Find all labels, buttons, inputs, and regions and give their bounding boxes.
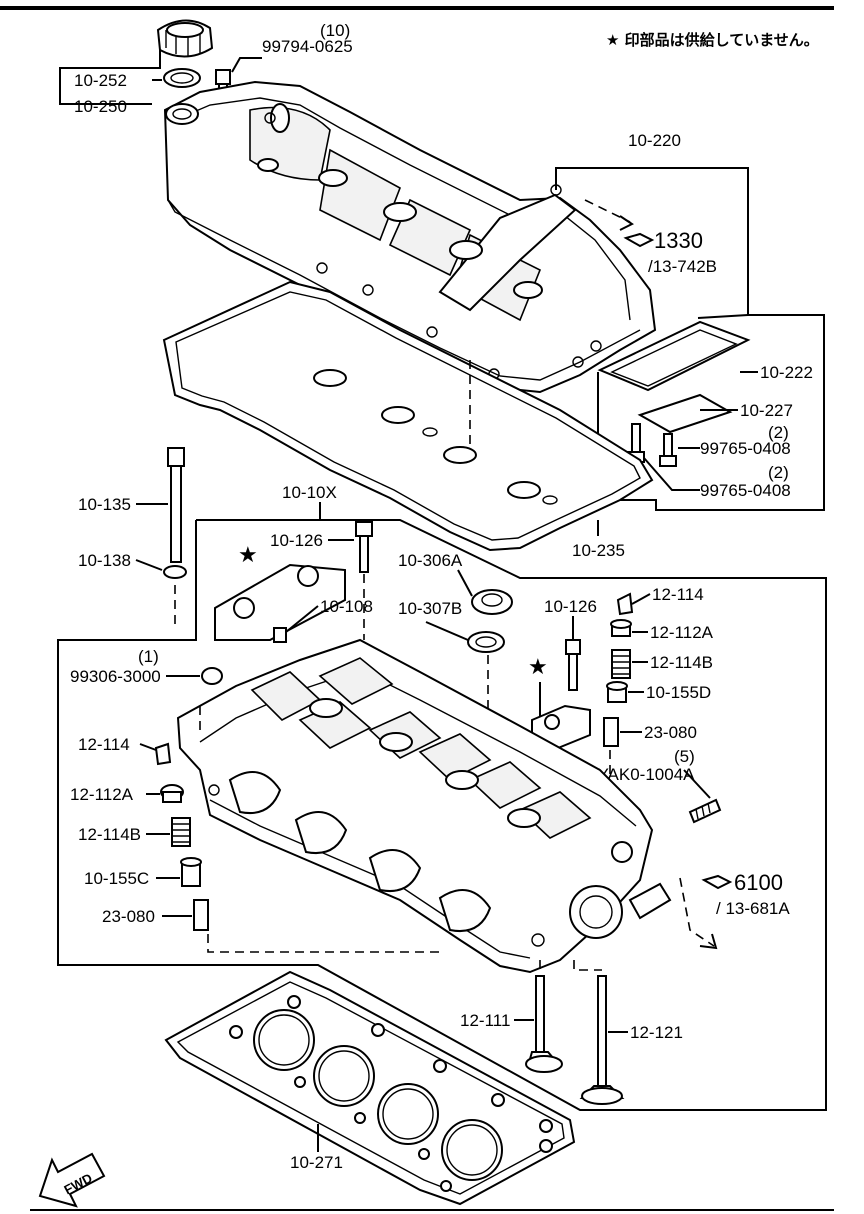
ref-arrow-6100: [679, 874, 733, 950]
leader-99765-b: [643, 457, 700, 491]
cam-cap-bolt-right[interactable]: [565, 639, 581, 691]
label-10-138: 10-138: [78, 551, 131, 570]
label-12-111: 12-111: [460, 1011, 510, 1030]
label-23-080-l: 23-080: [102, 907, 155, 926]
cylinder-head-cover[interactable]: [163, 80, 657, 394]
label-10-250: 10-250: [74, 97, 127, 116]
plug-99306[interactable]: [201, 667, 223, 685]
label-12-112a-r: 12-112A: [650, 623, 714, 642]
label-10-220: 10-220: [628, 131, 681, 150]
guide-23-080-r[interactable]: [603, 717, 619, 747]
label-12-121: 12-121: [630, 1023, 683, 1042]
label-13-742b: /13-742B: [648, 257, 717, 276]
label-12-114-r: 12-114: [652, 585, 704, 604]
label-23-080-r: 23-080: [644, 723, 697, 742]
label-10-155d: 10-155D: [646, 683, 711, 702]
oil-pressure-plug-r[interactable]: [616, 592, 634, 616]
label-99306-3000: 99306-3000: [70, 667, 161, 686]
seal-10-155c[interactable]: [180, 857, 202, 887]
label-10-155c: 10-155C: [84, 869, 149, 888]
leader-10-138: [135, 559, 163, 571]
label-99765-0408-b: 99765-0408: [700, 481, 791, 500]
stud-9yak0[interactable]: [688, 798, 722, 824]
label-10-222: 10-222: [760, 363, 813, 382]
label-99765-0408-a: 99765-0408: [700, 439, 791, 458]
insulator-bolt-a[interactable]: [659, 433, 677, 467]
label-10-271: 10-271: [290, 1153, 343, 1172]
leader-10-307b: [425, 621, 469, 641]
label-qty-10: (10): [320, 21, 350, 40]
label-12-112a-l: 12-112A: [70, 785, 134, 804]
cylinder-head[interactable]: [176, 638, 672, 974]
leader-bolt: [231, 57, 262, 73]
heat-insulator[interactable]: [597, 320, 751, 392]
dash-valve-2: [573, 960, 602, 971]
label-12-114-l: 12-114: [78, 735, 130, 754]
cam-cap-bolt[interactable]: [355, 521, 373, 573]
label-qty-5: (5): [674, 747, 695, 766]
head-cover-gasket[interactable]: [162, 280, 654, 552]
not-supplied-note: ★ 印部品は供給していません。: [606, 31, 819, 49]
dash-left-guide: [207, 934, 440, 953]
oil-filler-cap[interactable]: [156, 19, 214, 58]
star-marker-left: ★: [238, 542, 258, 567]
camshaft-cap-front[interactable]: [214, 563, 346, 641]
leader-cap: [59, 50, 162, 105]
spring-12-114b-l[interactable]: [171, 817, 191, 847]
label-10-126-a: 10-126: [270, 531, 323, 550]
plug-10-306a[interactable]: [471, 589, 513, 615]
head-bolt-washer[interactable]: [163, 565, 187, 579]
guide-23-080-l[interactable]: [193, 899, 209, 931]
leader-10-306a: [457, 569, 473, 597]
label-12-114b-l: 12-114B: [78, 825, 141, 844]
head-assembly-box: [57, 519, 827, 1111]
label-10-307b: 10-307B: [398, 599, 462, 618]
label-12-114b-r: 12-114B: [650, 653, 713, 672]
leader-10-220: [555, 167, 749, 315]
label-13-681a: / 13-681A: [716, 899, 790, 918]
label-10-306a: 10-306A: [398, 551, 463, 570]
insulator-plate[interactable]: [637, 393, 733, 434]
fwd-arrow-icon: [38, 1152, 106, 1208]
intake-valve[interactable]: [525, 975, 563, 1073]
label-10-10x: 10-10X: [282, 483, 337, 502]
leader-12-114-r: [631, 593, 651, 605]
label-qty-2a: (2): [768, 423, 789, 442]
star-marker-right: ★: [528, 654, 548, 679]
cylinder-head-gasket[interactable]: [164, 970, 576, 1206]
label-10-126-b: 10-126: [544, 597, 597, 616]
label-1330: 1330: [654, 228, 703, 253]
dowel-pin[interactable]: [273, 627, 287, 643]
label-10-135: 10-135: [78, 495, 131, 514]
label-10-108: 10-108: [320, 597, 373, 616]
washer-12-112a-l[interactable]: [160, 784, 184, 803]
exhaust-valve[interactable]: [579, 975, 625, 1105]
cap-seal[interactable]: [163, 68, 201, 88]
label-qty-1: (1): [138, 647, 159, 666]
leader-10-108: [285, 605, 319, 633]
label-9yak0: 9YAK0-1004A: [588, 765, 695, 784]
seal-10-155d[interactable]: [606, 681, 628, 703]
ref-arrow-1330: [623, 232, 655, 248]
label-10-252: 10-252: [74, 71, 127, 90]
label-qty-2b: (2): [768, 463, 789, 482]
seal-10-307b[interactable]: [467, 631, 505, 653]
label-10-235: 10-235: [572, 541, 625, 560]
leader-12-114-l: [139, 743, 157, 751]
spring-12-114b-r[interactable]: [611, 649, 631, 679]
head-bolt[interactable]: [167, 447, 185, 563]
leader-9yak0: [683, 769, 711, 799]
oil-pressure-plug-l[interactable]: [154, 742, 172, 766]
label-10-227: 10-227: [740, 401, 793, 420]
label-6100: 6100: [734, 870, 783, 895]
label-99794-0625: 99794-0625: [262, 37, 353, 56]
washer-12-112a-r[interactable]: [610, 619, 632, 637]
